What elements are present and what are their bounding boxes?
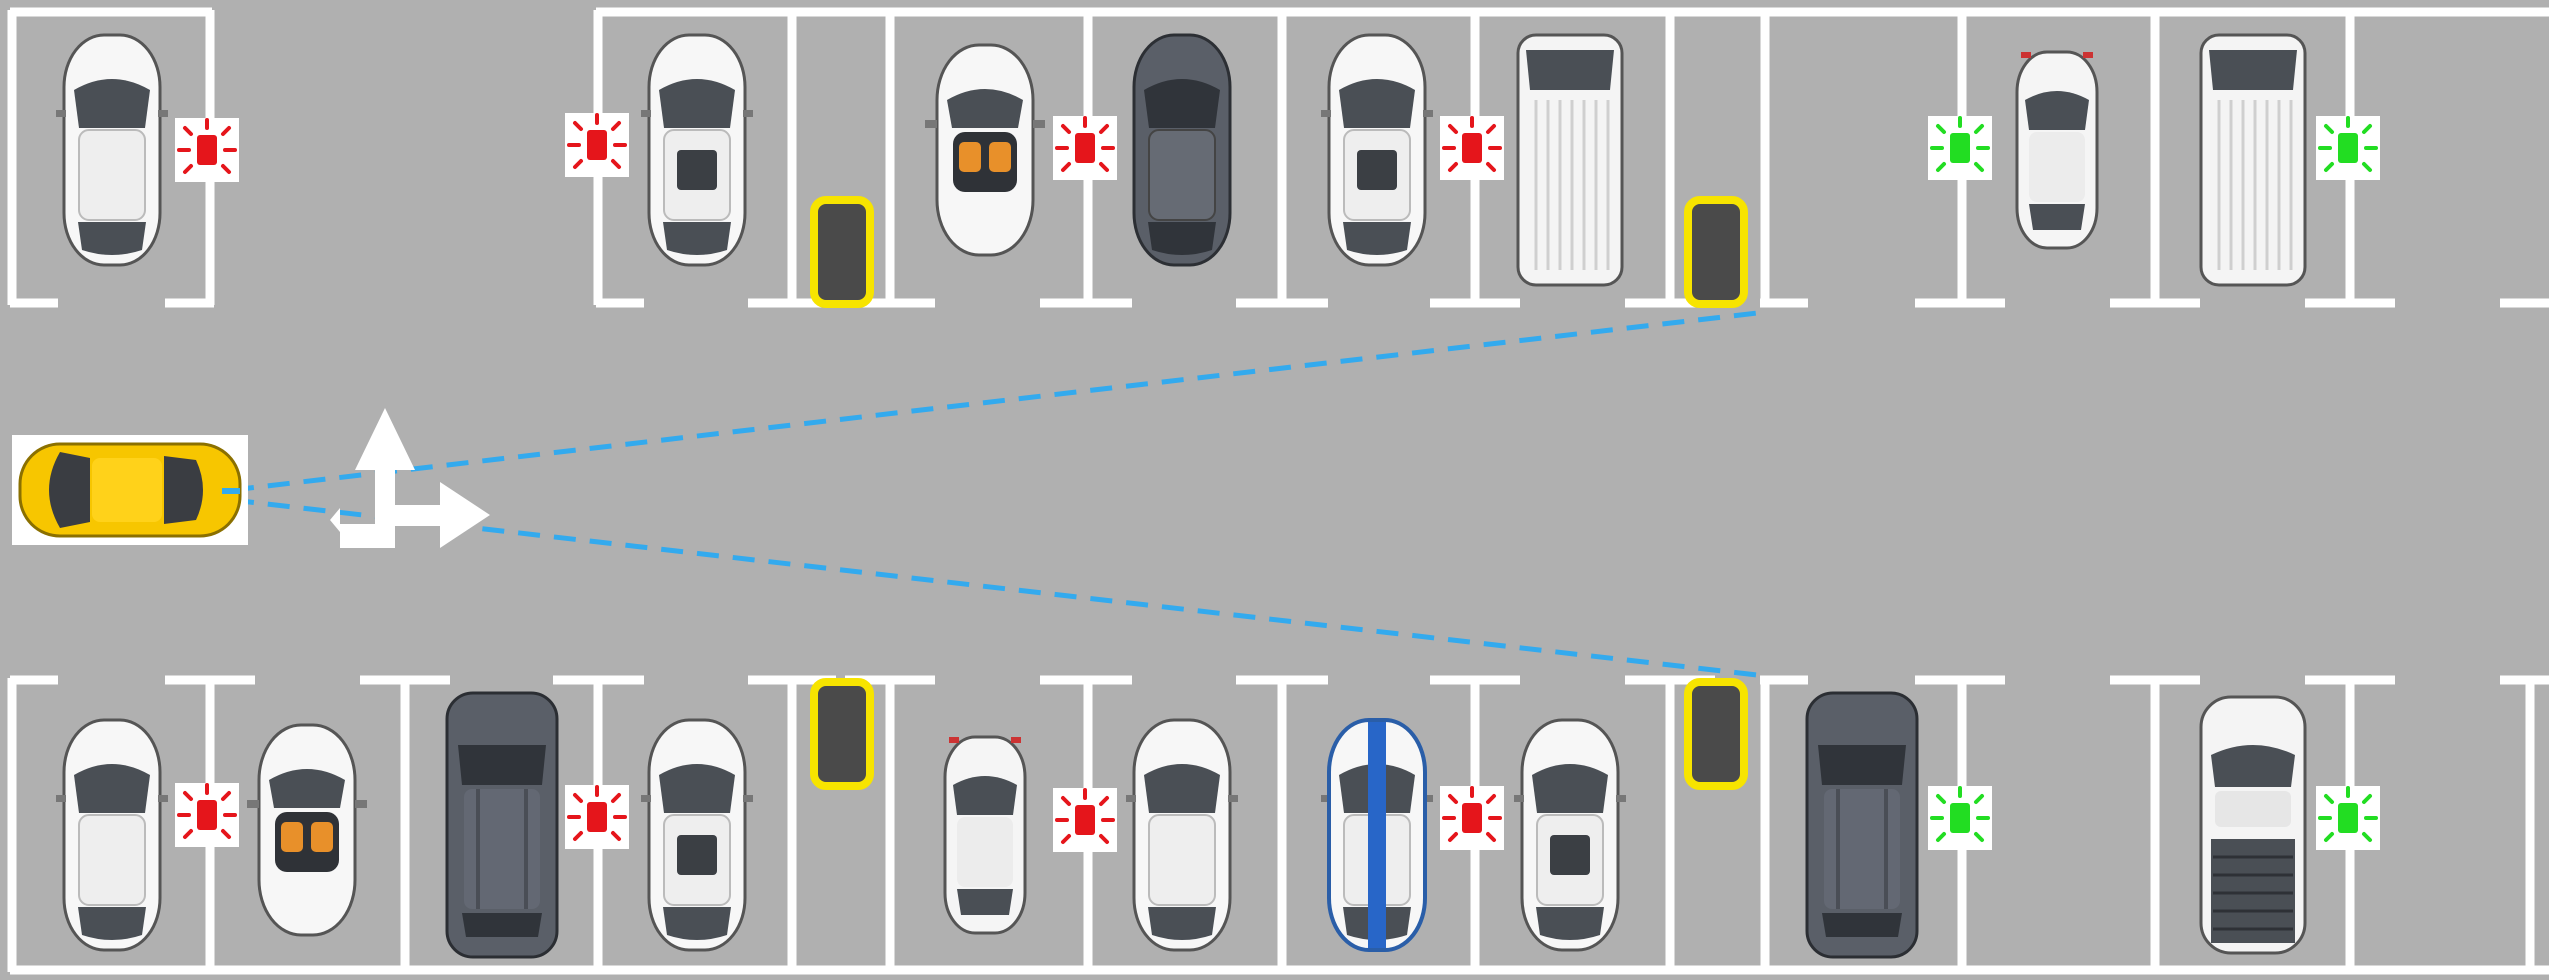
parked-car <box>1134 35 1230 265</box>
red-alarm-light-icon <box>1053 788 1117 852</box>
parked-car <box>1514 720 1626 950</box>
parked-car <box>1321 720 1433 950</box>
parked-car <box>641 35 753 265</box>
parked-car <box>247 725 367 935</box>
parked-car <box>945 737 1025 933</box>
green-alarm-light-icon <box>1928 116 1992 180</box>
parked-car <box>1807 693 1917 957</box>
parked-car <box>2017 52 2097 248</box>
sensor-pad <box>814 200 870 304</box>
parked-car <box>1518 35 1622 285</box>
parked-car <box>56 35 168 265</box>
sensor-pad <box>1688 682 1744 786</box>
parked-car <box>1321 35 1433 265</box>
red-alarm-light-icon <box>1440 116 1504 180</box>
sensor-pad <box>1688 200 1744 304</box>
parked-car <box>2201 697 2305 953</box>
red-alarm-light-icon <box>175 118 239 182</box>
parked-car <box>2201 35 2305 285</box>
green-alarm-light-icon <box>2316 116 2380 180</box>
green-alarm-light-icon <box>1928 786 1992 850</box>
ego-car <box>12 435 248 545</box>
red-alarm-light-icon <box>565 113 629 177</box>
parked-car <box>56 720 168 950</box>
parked-car <box>641 720 753 950</box>
red-alarm-light-icon <box>175 783 239 847</box>
parked-car <box>925 45 1045 255</box>
sensor-pad <box>814 682 870 786</box>
red-alarm-light-icon <box>1053 116 1117 180</box>
red-alarm-light-icon <box>565 785 629 849</box>
red-alarm-light-icon <box>1440 786 1504 850</box>
green-alarm-light-icon <box>2316 786 2380 850</box>
parked-car <box>447 693 557 957</box>
parked-car <box>1126 720 1238 950</box>
